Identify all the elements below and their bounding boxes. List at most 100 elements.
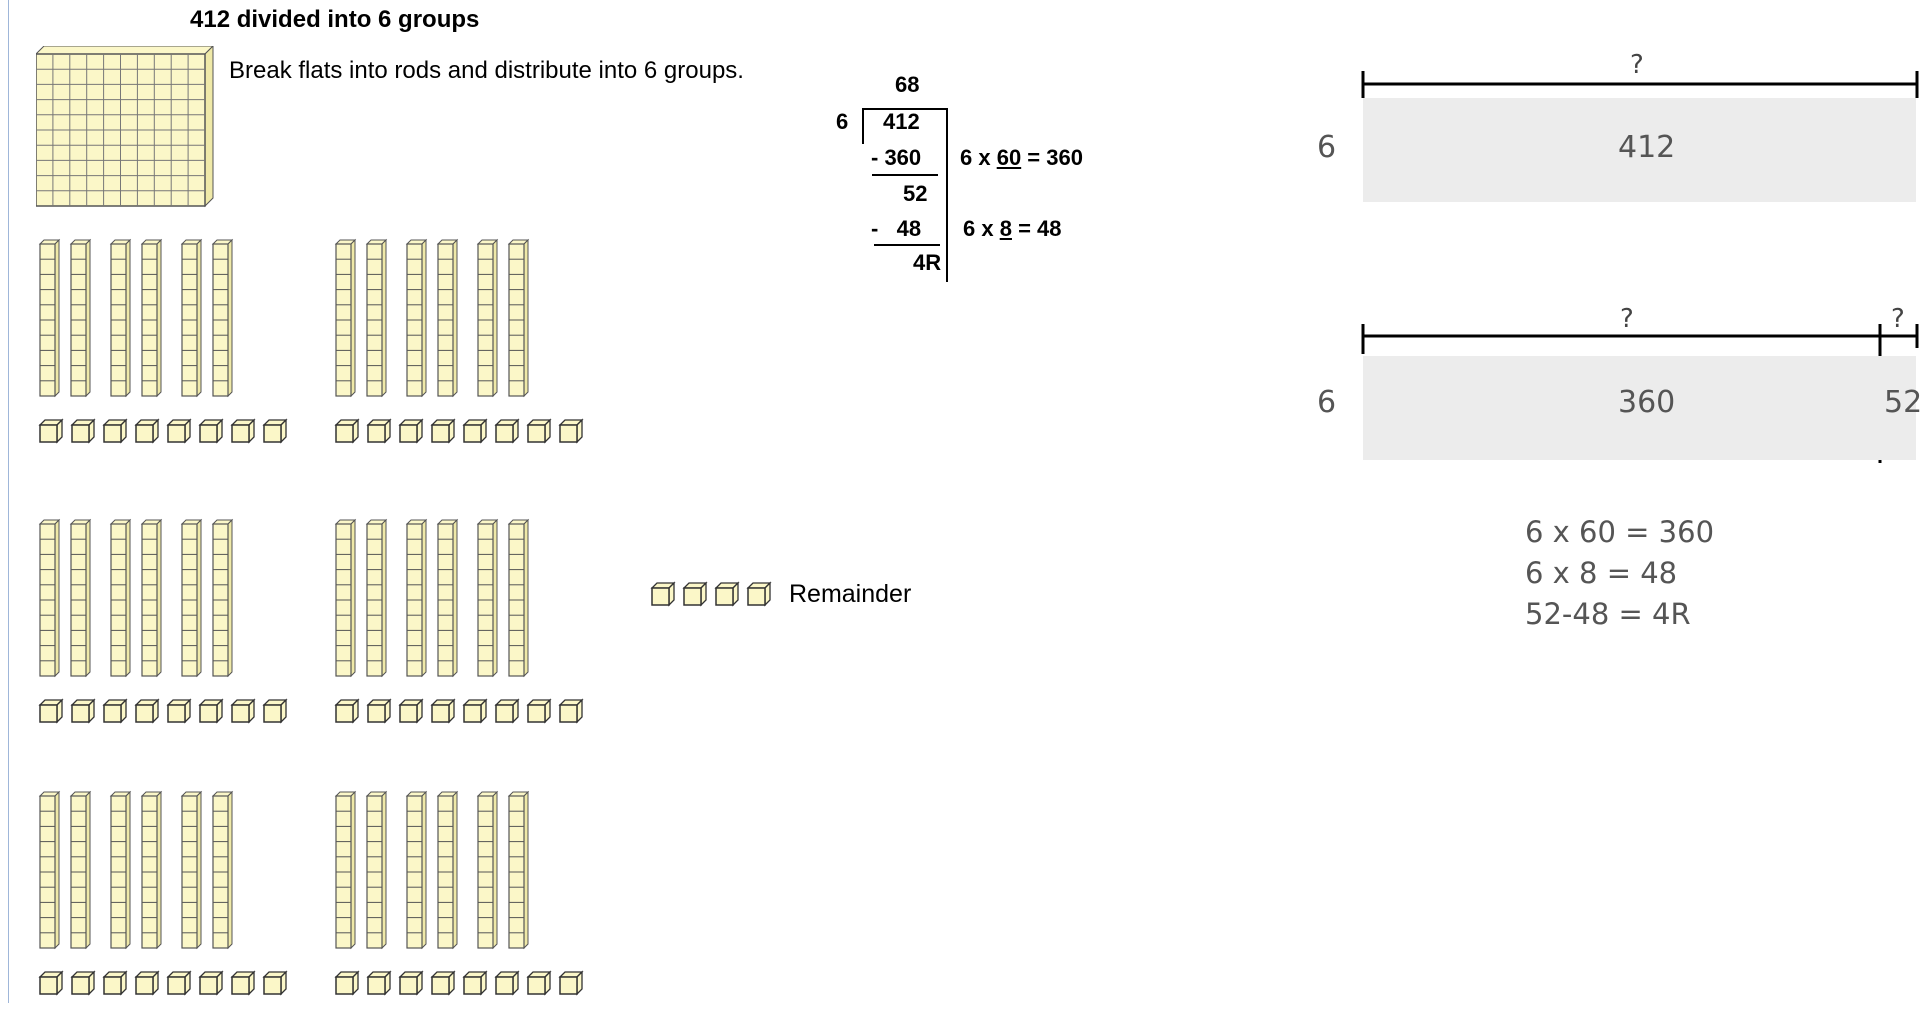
group-5 — [36, 790, 316, 1030]
ones-cube-icon — [682, 581, 708, 607]
tens-rod-icon — [38, 790, 61, 950]
ld-step2-note: 6 x 8 = 48 — [963, 216, 1062, 241]
ones-cube-icon — [526, 698, 552, 724]
ones-cube-icon — [526, 970, 552, 996]
bar-model-2-part-small: 52 — [1884, 385, 1923, 420]
tens-rod-icon — [507, 518, 530, 678]
tens-rod-icon — [476, 518, 499, 678]
ones-cube-icon — [398, 418, 424, 444]
bar-model-1-bar — [1363, 98, 1916, 202]
tens-rod-icon — [436, 238, 459, 398]
ld-bracket-top — [862, 108, 948, 110]
ones-cube-icon — [134, 418, 160, 444]
tens-rod-icon — [405, 518, 428, 678]
bar-model-2-part-main: 360 — [1618, 385, 1676, 420]
tens-rod-icon — [69, 238, 92, 398]
ones-cube-icon — [166, 418, 192, 444]
tens-rod-icon — [109, 238, 132, 398]
ones-cube-icon — [70, 970, 96, 996]
tens-rod-icon — [334, 790, 357, 950]
ones-cube-icon — [462, 698, 488, 724]
tens-rod-icon — [365, 518, 388, 678]
problem-title: 412 divided into 6 groups — [190, 6, 480, 33]
tens-rod-icon — [436, 790, 459, 950]
ones-cube-icon — [462, 418, 488, 444]
ld-side-line — [946, 110, 948, 282]
group-1 — [36, 238, 316, 478]
group-4 — [332, 518, 612, 758]
tens-rod-icon — [109, 790, 132, 950]
group-3 — [36, 518, 316, 758]
ones-cube-icon — [262, 418, 288, 444]
tens-rod-icon — [365, 790, 388, 950]
ld-quotient: 68 — [895, 72, 920, 97]
ones-cube-icon — [38, 970, 64, 996]
ones-cube-icon — [558, 418, 584, 444]
tens-rod-icon — [38, 518, 61, 678]
instruction-text: Break flats into rods and distribute int… — [229, 57, 744, 84]
tens-rod-icon — [507, 238, 530, 398]
bar-model-2-unknown-small: ? — [1891, 304, 1905, 334]
ld-partial: 52 — [903, 181, 928, 206]
tens-rod-icon — [211, 790, 234, 950]
page-left-border — [8, 0, 9, 1003]
remainder-label: Remainder — [789, 580, 912, 608]
ones-cube-icon — [558, 698, 584, 724]
ones-cube-icon — [494, 698, 520, 724]
ones-cube-icon — [70, 698, 96, 724]
ones-cube-icon — [334, 418, 360, 444]
tens-rod-icon — [180, 790, 203, 950]
tens-rod-icon — [334, 238, 357, 398]
ld-step1-note: 6 x 60 = 360 — [960, 145, 1083, 170]
tens-rod-icon — [365, 238, 388, 398]
ones-cube-icon — [166, 698, 192, 724]
tens-rod-icon — [211, 518, 234, 678]
ones-cube-icon — [398, 970, 424, 996]
group-2 — [332, 238, 612, 478]
ld-step2-subtract: - 48 — [871, 216, 922, 241]
ones-cube-icon — [430, 418, 456, 444]
tens-rod-icon — [211, 238, 234, 398]
bar-model-2-label: 6 — [1317, 385, 1337, 420]
tens-rod-icon — [405, 790, 428, 950]
tens-rod-icon — [476, 790, 499, 950]
ones-cube-icon — [398, 698, 424, 724]
ones-cube-icon — [334, 698, 360, 724]
ones-cube-icon — [166, 970, 192, 996]
tens-rod-icon — [109, 518, 132, 678]
equation-1: 6 x 60 = 360 — [1525, 515, 1715, 549]
ones-cube-icon — [134, 698, 160, 724]
equation-2: 6 x 8 = 48 — [1525, 556, 1678, 590]
ones-cube-icon — [366, 970, 392, 996]
ones-cube-icon — [334, 970, 360, 996]
ones-cube-icon — [102, 418, 128, 444]
ld-step2-rule — [874, 244, 940, 246]
ones-cube-icon — [430, 970, 456, 996]
bar-model-1-total: 412 — [1618, 130, 1676, 165]
ones-cube-icon — [262, 698, 288, 724]
group-6 — [332, 790, 612, 1030]
ones-cube-icon — [650, 581, 676, 607]
bar-model-2-unknown-main: ? — [1620, 304, 1634, 334]
tens-rod-icon — [140, 518, 163, 678]
tens-rod-icon — [405, 238, 428, 398]
tens-rod-icon — [476, 238, 499, 398]
ones-cube-icon — [102, 698, 128, 724]
hundreds-flat-icon — [36, 46, 214, 208]
ones-cube-icon — [198, 698, 224, 724]
ones-cube-icon — [366, 698, 392, 724]
tens-rod-icon — [140, 238, 163, 398]
ld-divisor: 6 — [836, 109, 849, 134]
ones-cube-icon — [198, 418, 224, 444]
ld-dividend: 412 — [883, 109, 920, 134]
ld-step1-subtract: - 360 — [871, 145, 922, 170]
ones-cube-icon — [70, 418, 96, 444]
ld-step1-rule — [872, 174, 938, 176]
ones-cube-icon — [38, 698, 64, 724]
bar-model-1-bracket — [1361, 71, 1919, 98]
ones-cube-icon — [198, 970, 224, 996]
ones-cube-icon — [230, 970, 256, 996]
tens-rod-icon — [180, 238, 203, 398]
tens-rod-icon — [436, 518, 459, 678]
ones-cube-icon — [746, 581, 772, 607]
